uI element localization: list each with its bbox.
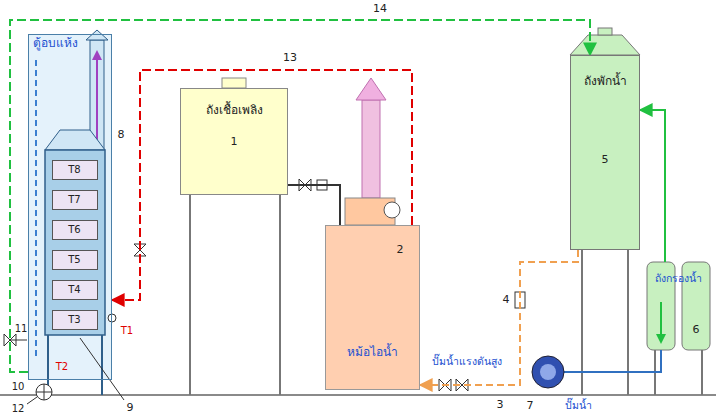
part-label: ปั๊มน้ำแรงดันสูง xyxy=(432,356,502,368)
tank-leg xyxy=(581,250,583,395)
condensate-pipe xyxy=(10,20,590,372)
callout-number: 10 xyxy=(12,381,25,392)
valve-stem xyxy=(10,340,27,341)
node-text: T3 xyxy=(68,314,80,326)
callout-number: 12 xyxy=(12,403,25,414)
callout-number: 6 xyxy=(693,324,700,336)
air-duct xyxy=(35,60,37,360)
callout-number: 1 xyxy=(231,136,238,148)
tray-box: T5 xyxy=(52,250,98,270)
exhaust-arrow xyxy=(92,50,102,60)
part-label: ปั๊มน้ำ xyxy=(565,400,592,412)
node-text: T6 xyxy=(68,224,80,236)
node-text: ถังกรองน้ำ xyxy=(655,272,702,285)
fuel-pipe xyxy=(288,185,340,225)
node-text: T4 xyxy=(68,284,80,296)
callout-number: 8 xyxy=(118,129,125,141)
fuel-cap xyxy=(222,78,246,88)
leader-line xyxy=(27,397,37,404)
tray-box: T8 xyxy=(52,160,98,180)
flow-line xyxy=(660,302,662,338)
sensor-symbol xyxy=(108,314,116,322)
boiler-chimney xyxy=(362,100,380,198)
water-tank: ถังพักน้ำ xyxy=(570,55,640,250)
feedwater-pipe xyxy=(420,250,578,385)
callout-number: 7 xyxy=(527,400,534,412)
fan-symbol xyxy=(36,384,52,400)
burner-motor xyxy=(384,202,400,218)
callout-number: 2 xyxy=(397,244,404,256)
pump-impeller xyxy=(540,364,556,380)
ground-line xyxy=(0,394,716,396)
callout-number: 5 xyxy=(602,154,609,166)
callout-number: 11 xyxy=(15,323,28,334)
fan-blade xyxy=(44,384,45,400)
tank-leg xyxy=(627,250,629,395)
tank-leg xyxy=(279,195,281,395)
node-text: ถังพักน้ำ xyxy=(584,74,627,88)
tank-cone xyxy=(570,35,640,55)
dryer-housing xyxy=(29,35,111,379)
supply-pipe xyxy=(640,110,665,262)
node-text: ตู้อบแห้ง xyxy=(33,36,78,50)
node-text: ถังเชื้อเพลิง xyxy=(206,103,263,117)
tray-box: T6 xyxy=(52,220,98,240)
callout-number: 9 xyxy=(127,402,134,414)
node-text: หม้อไอน้ำ xyxy=(347,345,398,359)
water-pump xyxy=(532,356,564,388)
tray-box: T3 xyxy=(52,310,98,330)
boiler: หม้อไอน้ำ xyxy=(325,225,420,390)
dryer-hood xyxy=(45,130,105,150)
sensor-label: T2 xyxy=(56,361,68,372)
node-text: T5 xyxy=(68,254,80,266)
tank-cap xyxy=(598,28,612,35)
dryer-leg xyxy=(101,335,103,395)
chimney-cap xyxy=(86,30,108,40)
smoke-arrow xyxy=(356,78,386,100)
dryer-cabinet: ตู้อบแห้ง T8T7T6T5T4T3 xyxy=(28,34,112,380)
node-text: T8 xyxy=(68,164,80,176)
exhaust-flow xyxy=(96,55,98,140)
filter-tanks: ถังกรองน้ำ xyxy=(645,262,712,350)
callout-number: 4 xyxy=(503,294,510,306)
drying-chamber xyxy=(45,150,105,335)
callout-number: 13 xyxy=(283,52,297,64)
callout-number: 14 xyxy=(373,3,387,15)
suction-pipe xyxy=(564,350,661,372)
tank-leg xyxy=(701,350,703,395)
tray-box: T7 xyxy=(52,190,98,210)
tank-leg xyxy=(189,195,191,395)
flow-arrow xyxy=(656,334,666,344)
tray-box: T4 xyxy=(52,280,98,300)
callout-number: 3 xyxy=(497,399,504,411)
leader-line xyxy=(80,338,124,400)
sensor-label: T1 xyxy=(121,325,133,336)
node-text: T7 xyxy=(68,194,80,206)
